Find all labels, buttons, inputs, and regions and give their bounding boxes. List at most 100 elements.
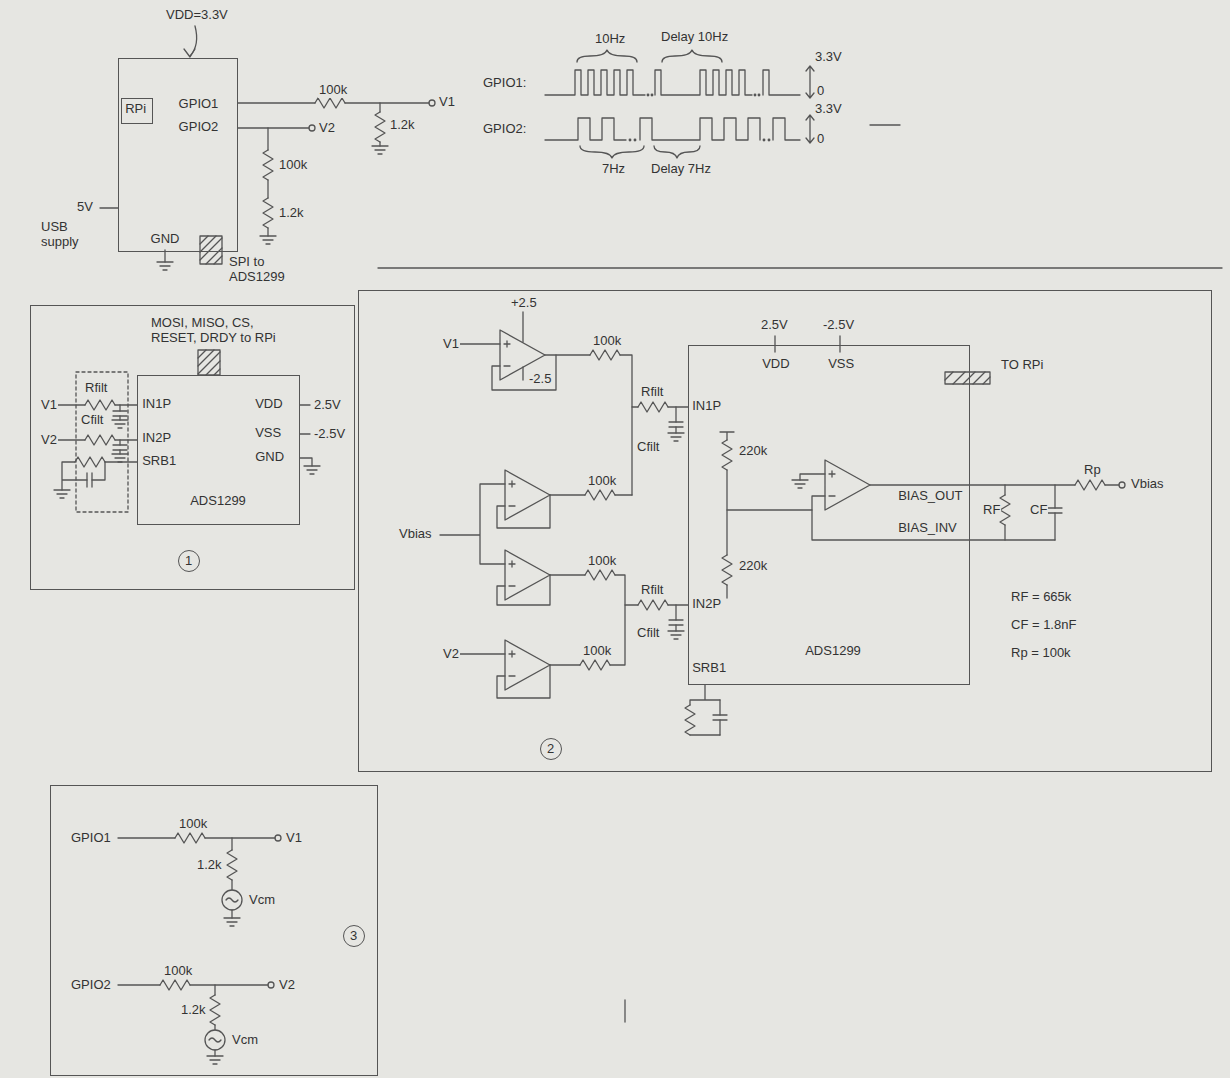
source-wiring <box>275 835 281 841</box>
filter-wiring <box>112 454 128 462</box>
rpi-wiring <box>260 236 276 244</box>
buffer-wiring <box>580 660 610 670</box>
filter-wiring <box>85 435 115 445</box>
source-wiring <box>205 837 275 838</box>
source-wiring <box>222 890 242 910</box>
filter-wiring <box>115 404 137 405</box>
buffer-wiring <box>505 550 550 600</box>
pin-label: VDD <box>254 397 283 412</box>
waveform <box>629 139 631 141</box>
bias-wiring <box>719 720 720 735</box>
bias-wiring <box>1105 484 1119 485</box>
filter-wiring <box>85 400 115 410</box>
rpi-wiring <box>267 180 268 198</box>
resistor-value: 1.2k <box>196 858 223 873</box>
pin-label: BIAS_OUT <box>897 489 963 504</box>
buffer-wiring <box>668 604 688 605</box>
signal-name: V2 <box>318 121 336 136</box>
bias-wiring <box>792 480 808 488</box>
rpi-wiring <box>164 250 165 262</box>
rpi-wiring <box>263 150 273 180</box>
filter-wiring <box>119 440 120 445</box>
source-wiring <box>624 1000 625 1022</box>
panel-frame: IN1PIN2PSRB1VDDVSSGNDADS12991 <box>30 305 355 590</box>
waveform <box>754 94 756 96</box>
frequency-label: Delay 7Hz <box>650 162 712 177</box>
resistor-value: 1.2k <box>389 118 416 133</box>
waveform <box>806 66 814 98</box>
source-wiring <box>205 1030 225 1050</box>
buffer-wiring <box>550 574 585 575</box>
level-label: 3.3V <box>814 50 843 65</box>
buffer-wiring <box>631 407 632 495</box>
bias-wiring <box>690 700 720 735</box>
filter-wiring <box>198 350 220 375</box>
signal-name: GPIO2: <box>482 122 527 137</box>
pin-label: RPi <box>124 102 147 117</box>
bias-wiring <box>727 496 825 510</box>
buffer-wiring <box>675 605 676 620</box>
filter-wiring <box>76 372 128 512</box>
resistor-value: 100k <box>582 644 612 659</box>
filter-wiring <box>105 461 137 462</box>
buffer-wiring <box>668 433 684 441</box>
bias-wiring <box>1004 485 1005 495</box>
buffer-wiring <box>460 343 500 344</box>
source-wiring <box>227 850 237 880</box>
filter-wiring <box>113 445 127 450</box>
source-wiring <box>231 838 232 850</box>
filter-wiring <box>119 405 120 411</box>
rpi-wiring <box>184 49 195 57</box>
filter-wiring <box>58 439 85 440</box>
buffer-wiring <box>669 620 683 625</box>
source-wiring <box>214 1025 215 1030</box>
bias-wiring <box>812 510 1055 540</box>
buffer-wiring <box>668 631 684 639</box>
bias-wiring <box>870 484 1075 485</box>
supply-label: -2.5V <box>822 318 855 333</box>
rpi-wiring <box>267 128 268 150</box>
source-wiring <box>190 984 268 985</box>
supply-label: 5V <box>76 200 94 215</box>
rpi-wiring <box>372 146 388 154</box>
pin-label: IN2P <box>141 431 172 446</box>
bias-wiring <box>690 685 720 705</box>
waveform <box>545 70 645 95</box>
component-name: Rfilt <box>640 385 664 400</box>
component-name: Cfilt <box>80 413 104 428</box>
waveform <box>634 139 636 141</box>
bias-wiring <box>1054 485 1055 508</box>
panel-frame: VDDVSSIN1PIN2PBIAS_OUTBIAS_INVADS1299SRB… <box>358 290 1212 772</box>
waveform <box>763 70 800 95</box>
pin-label: GPIO2 <box>178 120 220 135</box>
frequency-label: 10Hz <box>594 32 626 47</box>
component-name: RF <box>982 503 1001 518</box>
adc-chip: VDDVSSIN1PIN2PBIAS_OUTBIAS_INVADS1299SRB… <box>688 345 970 685</box>
buffer-wiring <box>668 406 688 407</box>
component-name: Cfilt <box>636 626 660 641</box>
filter-wiring <box>75 457 105 467</box>
rpi-wiring <box>315 98 345 108</box>
supply-label: 2.5V <box>313 398 342 413</box>
buffer-wiring <box>460 653 505 654</box>
filter-wiring <box>115 439 137 440</box>
level-label: 0 <box>816 84 825 99</box>
bias-wiring <box>720 432 734 440</box>
buffer-wiring <box>638 402 668 412</box>
bias-wiring <box>726 585 727 598</box>
pin-label: ADS1299 <box>189 494 247 509</box>
source-wiring <box>224 918 240 926</box>
bias-wiring <box>1054 513 1055 540</box>
supply-label: +2.5 <box>510 296 538 311</box>
signal-name: Vbias <box>398 527 433 542</box>
buffer-wiring <box>522 312 523 380</box>
waveform <box>651 94 653 96</box>
buffer-wiring <box>440 312 688 698</box>
signal-name: V2 <box>442 647 460 662</box>
component-name: Rfilt <box>84 381 108 396</box>
rpi-wiring <box>200 236 222 264</box>
resistor-value: 100k <box>592 334 622 349</box>
signal-name: GPIO1 <box>70 831 112 846</box>
resistor-value: 100k <box>163 964 193 979</box>
bias-wiring <box>800 474 825 480</box>
